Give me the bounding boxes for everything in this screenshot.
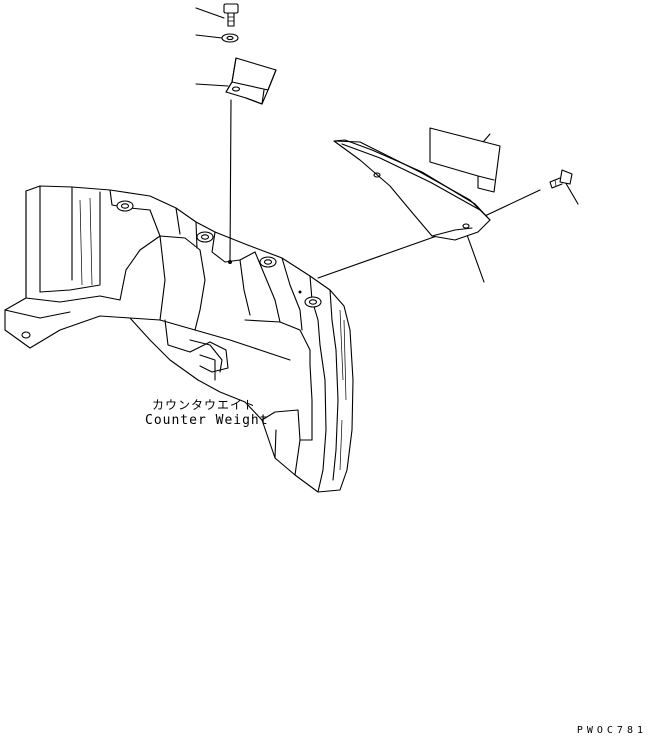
label-sticker — [429, 127, 501, 193]
cover-plate — [333, 139, 491, 241]
bolt-top — [223, 3, 239, 27]
screw-right — [549, 169, 573, 189]
counterweight-body — [4, 185, 354, 493]
counterweight-label-ja: カウンタウエイト — [152, 398, 257, 412]
bracket — [225, 57, 277, 105]
counterweight-label-en: Counter Weight — [145, 413, 269, 428]
washer — [221, 33, 239, 43]
leader-lines — [195, 7, 579, 283]
drawing-code: PWOC781 — [576, 725, 647, 736]
